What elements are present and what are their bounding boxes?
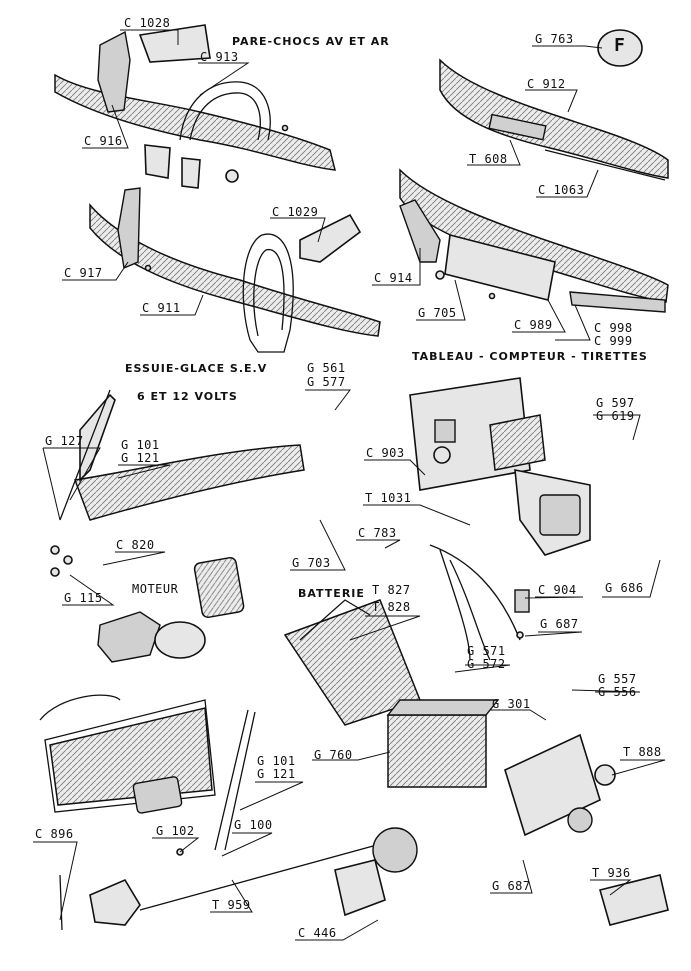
part-label-g301: G 301 [492, 697, 531, 711]
part-label-g101-lower: G 101 [257, 754, 296, 768]
part-label-g577: G 577 [307, 375, 346, 389]
part-label-g121-lower: G 121 [257, 767, 296, 781]
switch-plate [504, 733, 616, 837]
front-bumper-upper [54, 24, 336, 189]
control-box [599, 874, 669, 926]
part-label-g557: G 557 [598, 672, 637, 686]
part-label-c989: C 989 [514, 318, 553, 332]
dashboard-panel [409, 377, 591, 556]
speedometer [334, 827, 418, 917]
part-label-c446: C 446 [298, 926, 337, 940]
part-label-c1029: C 1029 [272, 205, 319, 219]
part-label-g572: G 572 [467, 657, 506, 671]
part-label-c911: C 911 [142, 301, 181, 315]
part-label-g760: G 760 [314, 748, 353, 762]
part-label-c904: C 904 [538, 583, 577, 597]
part-label-c1028: C 1028 [124, 16, 171, 30]
part-label-t959: T 959 [212, 898, 251, 912]
part-label-g127: G 127 [45, 434, 84, 448]
part-label-c783: C 783 [358, 526, 397, 540]
part-label-t608: T 608 [469, 152, 508, 166]
battery [386, 699, 500, 788]
part-label-c896: C 896 [35, 827, 74, 841]
leader-lines [33, 29, 666, 941]
part-label-t1031: T 1031 [365, 491, 412, 505]
part-label-g687-lower: G 687 [492, 879, 531, 893]
part-label-g686: G 686 [605, 581, 644, 595]
section-title-motor: MOTEUR [132, 582, 179, 596]
part-label-g597: G 597 [596, 396, 635, 410]
part-label-c916: C 916 [84, 134, 123, 148]
part-label-t827: T 827 [372, 583, 411, 597]
wiper-assembly [59, 389, 305, 663]
part-label-c999: C 999 [594, 334, 633, 348]
wiper-motor-lower [59, 874, 141, 931]
part-label-g121-upper: G 121 [121, 451, 160, 465]
part-label-g619: G 619 [596, 409, 635, 423]
section-title-battery: BATTERIE [298, 587, 365, 600]
front-bumper-lower [89, 187, 381, 353]
wiper-arm [139, 709, 396, 911]
windscreen-assembly [39, 694, 216, 814]
badge-f: F [614, 35, 626, 56]
part-label-g703: G 703 [292, 556, 331, 570]
part-label-g763: G 763 [535, 32, 574, 46]
rear-bumper-upper [439, 29, 669, 181]
part-label-g687-upper: G 687 [540, 617, 579, 631]
part-label-g556: G 556 [598, 685, 637, 699]
part-label-t888: T 888 [623, 745, 662, 759]
section-title-dashboard: TABLEAU - COMPTEUR - TIRETTES [412, 350, 648, 363]
part-label-c917: C 917 [64, 266, 103, 280]
part-label-g561: G 561 [307, 361, 346, 375]
section-title-bumpers: PARE-CHOCS AV ET AR [232, 35, 390, 48]
part-label-g101-upper: G 101 [121, 438, 160, 452]
part-label-g100: G 100 [234, 818, 273, 832]
part-label-g571: G 571 [467, 644, 506, 658]
rear-bumper-lower [399, 168, 669, 313]
part-label-c913: C 913 [200, 50, 239, 64]
part-label-c914: C 914 [374, 271, 413, 285]
section-title-wiper-volts: 6 ET 12 VOLTS [137, 390, 238, 403]
part-label-c1063: C 1063 [538, 183, 585, 197]
part-label-t936: T 936 [592, 866, 631, 880]
part-label-c912: C 912 [527, 77, 566, 91]
part-label-t828: T 828 [372, 600, 411, 614]
part-label-c820: C 820 [116, 538, 155, 552]
fasteners [50, 124, 524, 856]
section-title-wiper: ESSUIE-GLACE S.E.V [125, 362, 268, 375]
part-label-g115: G 115 [64, 591, 103, 605]
part-label-c903: C 903 [366, 446, 405, 460]
wiring-harness [429, 544, 530, 661]
part-label-g102: G 102 [156, 824, 195, 838]
part-label-c998: C 998 [594, 321, 633, 335]
part-label-g705: G 705 [418, 306, 457, 320]
